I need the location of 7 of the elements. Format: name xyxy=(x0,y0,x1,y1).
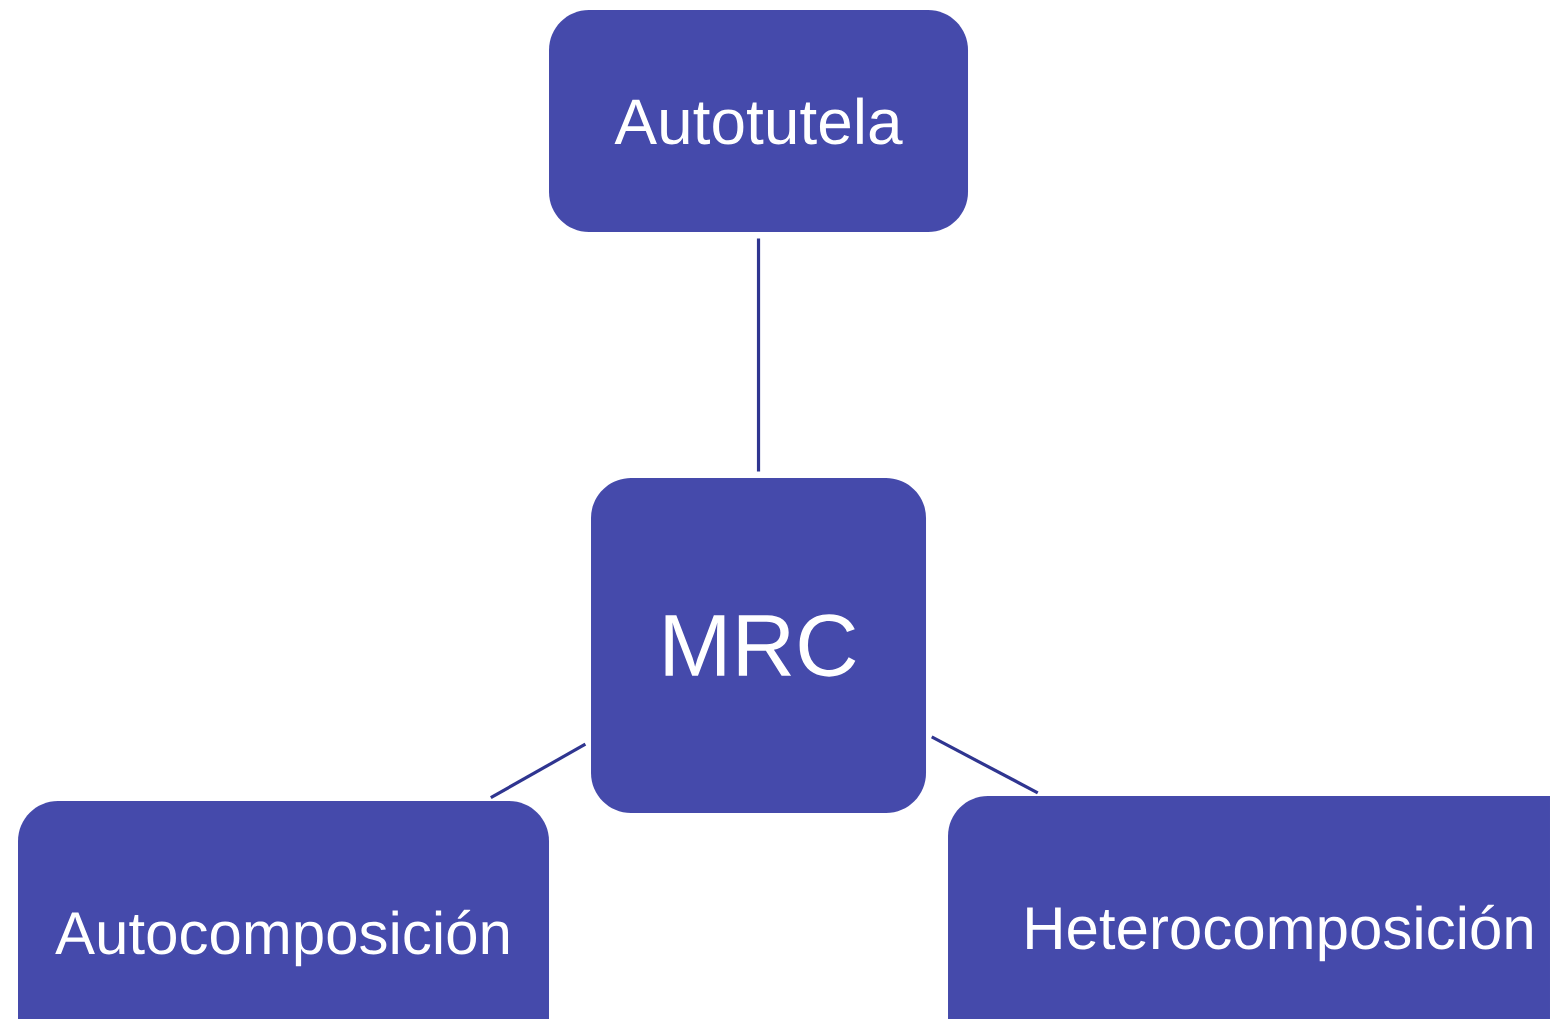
concept-box: Autotutela xyxy=(549,10,968,232)
concept-box: Heterocomposición xyxy=(948,796,1550,1019)
connector-line xyxy=(756,238,761,472)
concept-box: MRC xyxy=(591,478,926,813)
connector-line xyxy=(490,742,587,800)
concept-box: Autocomposición xyxy=(18,801,549,1019)
connector-line xyxy=(931,735,1039,795)
